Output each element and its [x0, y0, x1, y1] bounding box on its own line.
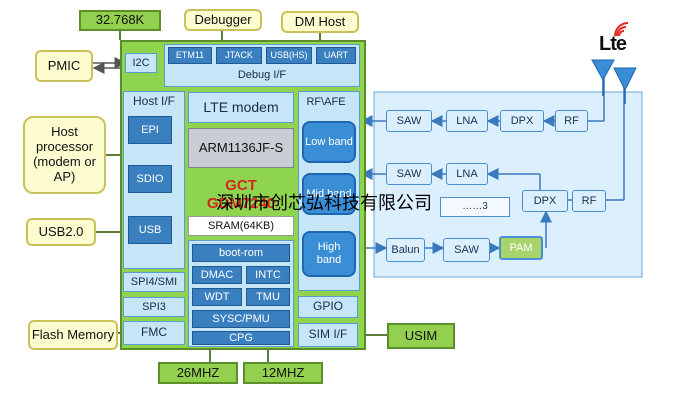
dm-host-block: DM Host	[281, 11, 359, 33]
debugger-block: Debugger	[184, 9, 262, 31]
gpio-port: GPIO	[298, 296, 358, 318]
host-processor-block: Host processor (modem or AP)	[23, 116, 106, 194]
sim-if-port: SIM I/F	[298, 323, 358, 347]
cpu-block: ARM1136JF-S	[188, 128, 294, 168]
etm11-port: ETM11	[168, 47, 212, 64]
saw-filter-1: SAW	[386, 110, 432, 132]
pam-block: PAM	[499, 236, 543, 260]
fmc-port: FMC	[123, 321, 185, 345]
chip-model: GDM7240	[206, 195, 276, 213]
usb-port: USB	[128, 216, 172, 244]
tmu-block: TMU	[246, 288, 290, 306]
crystal-32k: 32.768K	[79, 10, 161, 31]
rf-switch-2: RF	[572, 190, 606, 212]
saw-filter-3: SAW	[443, 238, 490, 262]
usim-block: USIM	[387, 323, 455, 349]
cpg-block: CPG	[192, 331, 290, 345]
mid-band-block: Mid band	[302, 173, 356, 215]
watermark-text: 深圳市创芯弘科技有限公司	[216, 193, 432, 214]
uart-port: UART	[316, 47, 356, 64]
low-band-block: Low band	[302, 121, 356, 163]
debug-if-title: Debug I/F	[237, 68, 287, 81]
lna-1: LNA	[446, 110, 488, 132]
sram-block: SRAM(64KB)	[188, 216, 294, 236]
i2c-port: I2C	[125, 53, 157, 73]
dpx-2: DPX	[522, 190, 568, 212]
sysc-pmu-block: SYSC/PMU	[192, 310, 290, 328]
epi-port: EPI	[128, 116, 172, 144]
mid-label: ……3	[440, 197, 510, 217]
usb-hs-port: USB(HS)	[266, 47, 312, 64]
spi3-port: SPI3	[123, 297, 185, 317]
osc-26mhz: 26MHZ	[158, 362, 238, 384]
lte-modem-block: LTE modem	[188, 92, 294, 123]
spi4-smi-port: SPI4/SMI	[123, 272, 185, 292]
usb20-block: USB2.0	[26, 218, 96, 246]
intc-block: INTC	[246, 266, 290, 284]
host-if-title: Host I/F	[132, 94, 175, 109]
balun-block: Balun	[386, 238, 425, 262]
saw-filter-2: SAW	[386, 163, 432, 185]
lte-logo: Lte	[599, 33, 627, 55]
rf-switch-1: RF	[555, 110, 588, 132]
pmic-block: PMIC	[35, 50, 93, 82]
flash-memory-block: Flash Memory	[28, 320, 118, 350]
high-band-block: High band	[302, 231, 356, 277]
lna-2: LNA	[446, 163, 488, 185]
wdt-block: WDT	[192, 288, 242, 306]
boot-rom-block: boot-rom	[192, 244, 290, 262]
osc-12mhz: 12MHZ	[243, 362, 323, 384]
rf-afe-title: RF\AFE	[306, 95, 346, 108]
jtag-port: JTACK	[216, 47, 262, 64]
dpx-1: DPX	[500, 110, 544, 132]
dmac-block: DMAC	[192, 266, 242, 284]
sdio-port: SDIO	[128, 165, 172, 193]
chip-brand: GCT	[225, 177, 257, 195]
